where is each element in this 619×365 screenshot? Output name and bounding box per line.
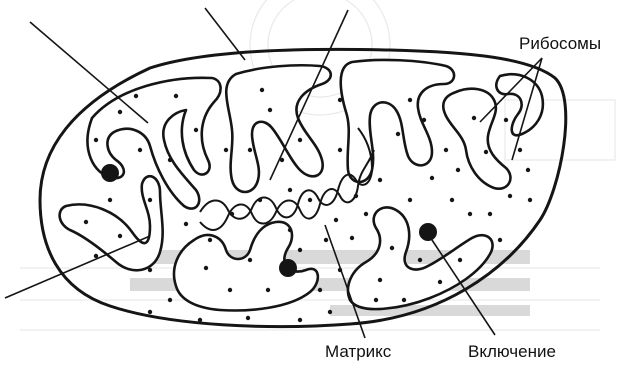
ribosome-dot	[378, 178, 382, 182]
ribosome-dot	[422, 118, 426, 122]
crista-right-middle	[443, 89, 510, 189]
ribosome-dot	[268, 108, 272, 112]
ribosome-dot	[134, 94, 138, 98]
ribosome-dot	[396, 132, 400, 136]
ribosome-dot	[508, 194, 512, 198]
ribosome-dot	[456, 168, 460, 172]
crista-left-lower	[60, 176, 163, 270]
ribosome-dot	[184, 222, 188, 226]
ribosome-dot	[518, 148, 522, 152]
ribosome-dot	[118, 234, 122, 238]
ribosome-dot	[308, 198, 312, 202]
inclusion-granule-middle	[279, 259, 297, 277]
ribosome-dot	[108, 198, 112, 202]
ribosome-dot	[390, 246, 394, 250]
ribosome-dot	[230, 212, 234, 216]
ribosome-dot	[430, 176, 434, 180]
ribosome-dot	[338, 148, 342, 152]
ribosome-dot	[374, 298, 378, 302]
ribosome-dot	[324, 238, 328, 242]
ribosome-dot	[298, 138, 302, 142]
inclusion-label: Включение	[468, 343, 556, 360]
ribosome-dot	[298, 318, 302, 322]
ribosome-dot	[248, 148, 252, 152]
ribosome-dot	[334, 218, 338, 222]
ribosome-dot	[438, 280, 442, 284]
ribosome-dot	[118, 110, 122, 114]
ribosome-dot	[266, 288, 270, 292]
ribosome-dot	[488, 212, 492, 216]
ribosome-dot	[94, 138, 98, 142]
ribosome-dot	[318, 288, 322, 292]
ribosome-dot	[338, 98, 342, 102]
ribosome-dot	[94, 254, 98, 258]
ribosome-dot	[208, 238, 212, 242]
ribosome-dot	[458, 258, 462, 262]
ribosome-dot	[418, 258, 422, 262]
ribosome-dot	[174, 94, 178, 98]
ribosome-dot	[248, 258, 252, 262]
ribosome-dot	[408, 98, 412, 102]
ribosome-dot	[198, 318, 202, 322]
ribosome-dot	[444, 148, 448, 152]
ribosome-dot	[504, 118, 508, 122]
ribosome-dot	[288, 188, 292, 192]
ribosome-dot	[350, 236, 354, 240]
crista-right-top	[341, 60, 454, 182]
ribosome-dot	[84, 220, 88, 224]
ribosome-dot	[246, 316, 250, 320]
ribosome-dot	[528, 198, 532, 202]
ribosome-dot	[450, 198, 454, 202]
ribosome-dot	[364, 212, 368, 216]
ribosome-dot	[354, 194, 358, 198]
ribosome-dot	[224, 148, 228, 152]
ribosome-dot	[484, 150, 488, 154]
ribosome-dot	[498, 238, 502, 242]
ribosome-dot	[228, 288, 232, 292]
ribosome-dot	[204, 266, 208, 270]
ribosome-dot	[148, 310, 152, 314]
leader-line-top-left	[30, 22, 148, 123]
ribosome-dot	[298, 248, 302, 252]
ribosome-dot	[472, 116, 476, 120]
matrix-label: Матрикс	[325, 343, 391, 360]
leader-line-top-center	[205, 8, 245, 60]
ribosome-dot	[148, 198, 152, 202]
ribosome-dot	[148, 268, 152, 272]
ribosome-dot	[328, 310, 332, 314]
ribosomes-label: Рибосомы	[519, 35, 601, 52]
ribosome-dot	[258, 198, 262, 202]
ribosome-dot	[408, 198, 412, 202]
inclusion-granule-right	[419, 223, 437, 241]
ribosome-dot	[288, 228, 292, 232]
crista-center-top	[226, 65, 331, 192]
ribosome-dot	[378, 278, 382, 282]
ribosome-dot	[168, 298, 172, 302]
ribosome-dot	[526, 168, 530, 172]
ribosome-dot	[260, 88, 264, 92]
ribosome-dot	[168, 158, 172, 162]
crista-far-right	[496, 74, 543, 135]
ribosome-dot	[138, 148, 142, 152]
ribosome-dot	[402, 298, 406, 302]
inclusion-granule-left	[101, 164, 119, 182]
ribosome-dot	[194, 128, 198, 132]
ribosome-dot	[468, 212, 472, 216]
